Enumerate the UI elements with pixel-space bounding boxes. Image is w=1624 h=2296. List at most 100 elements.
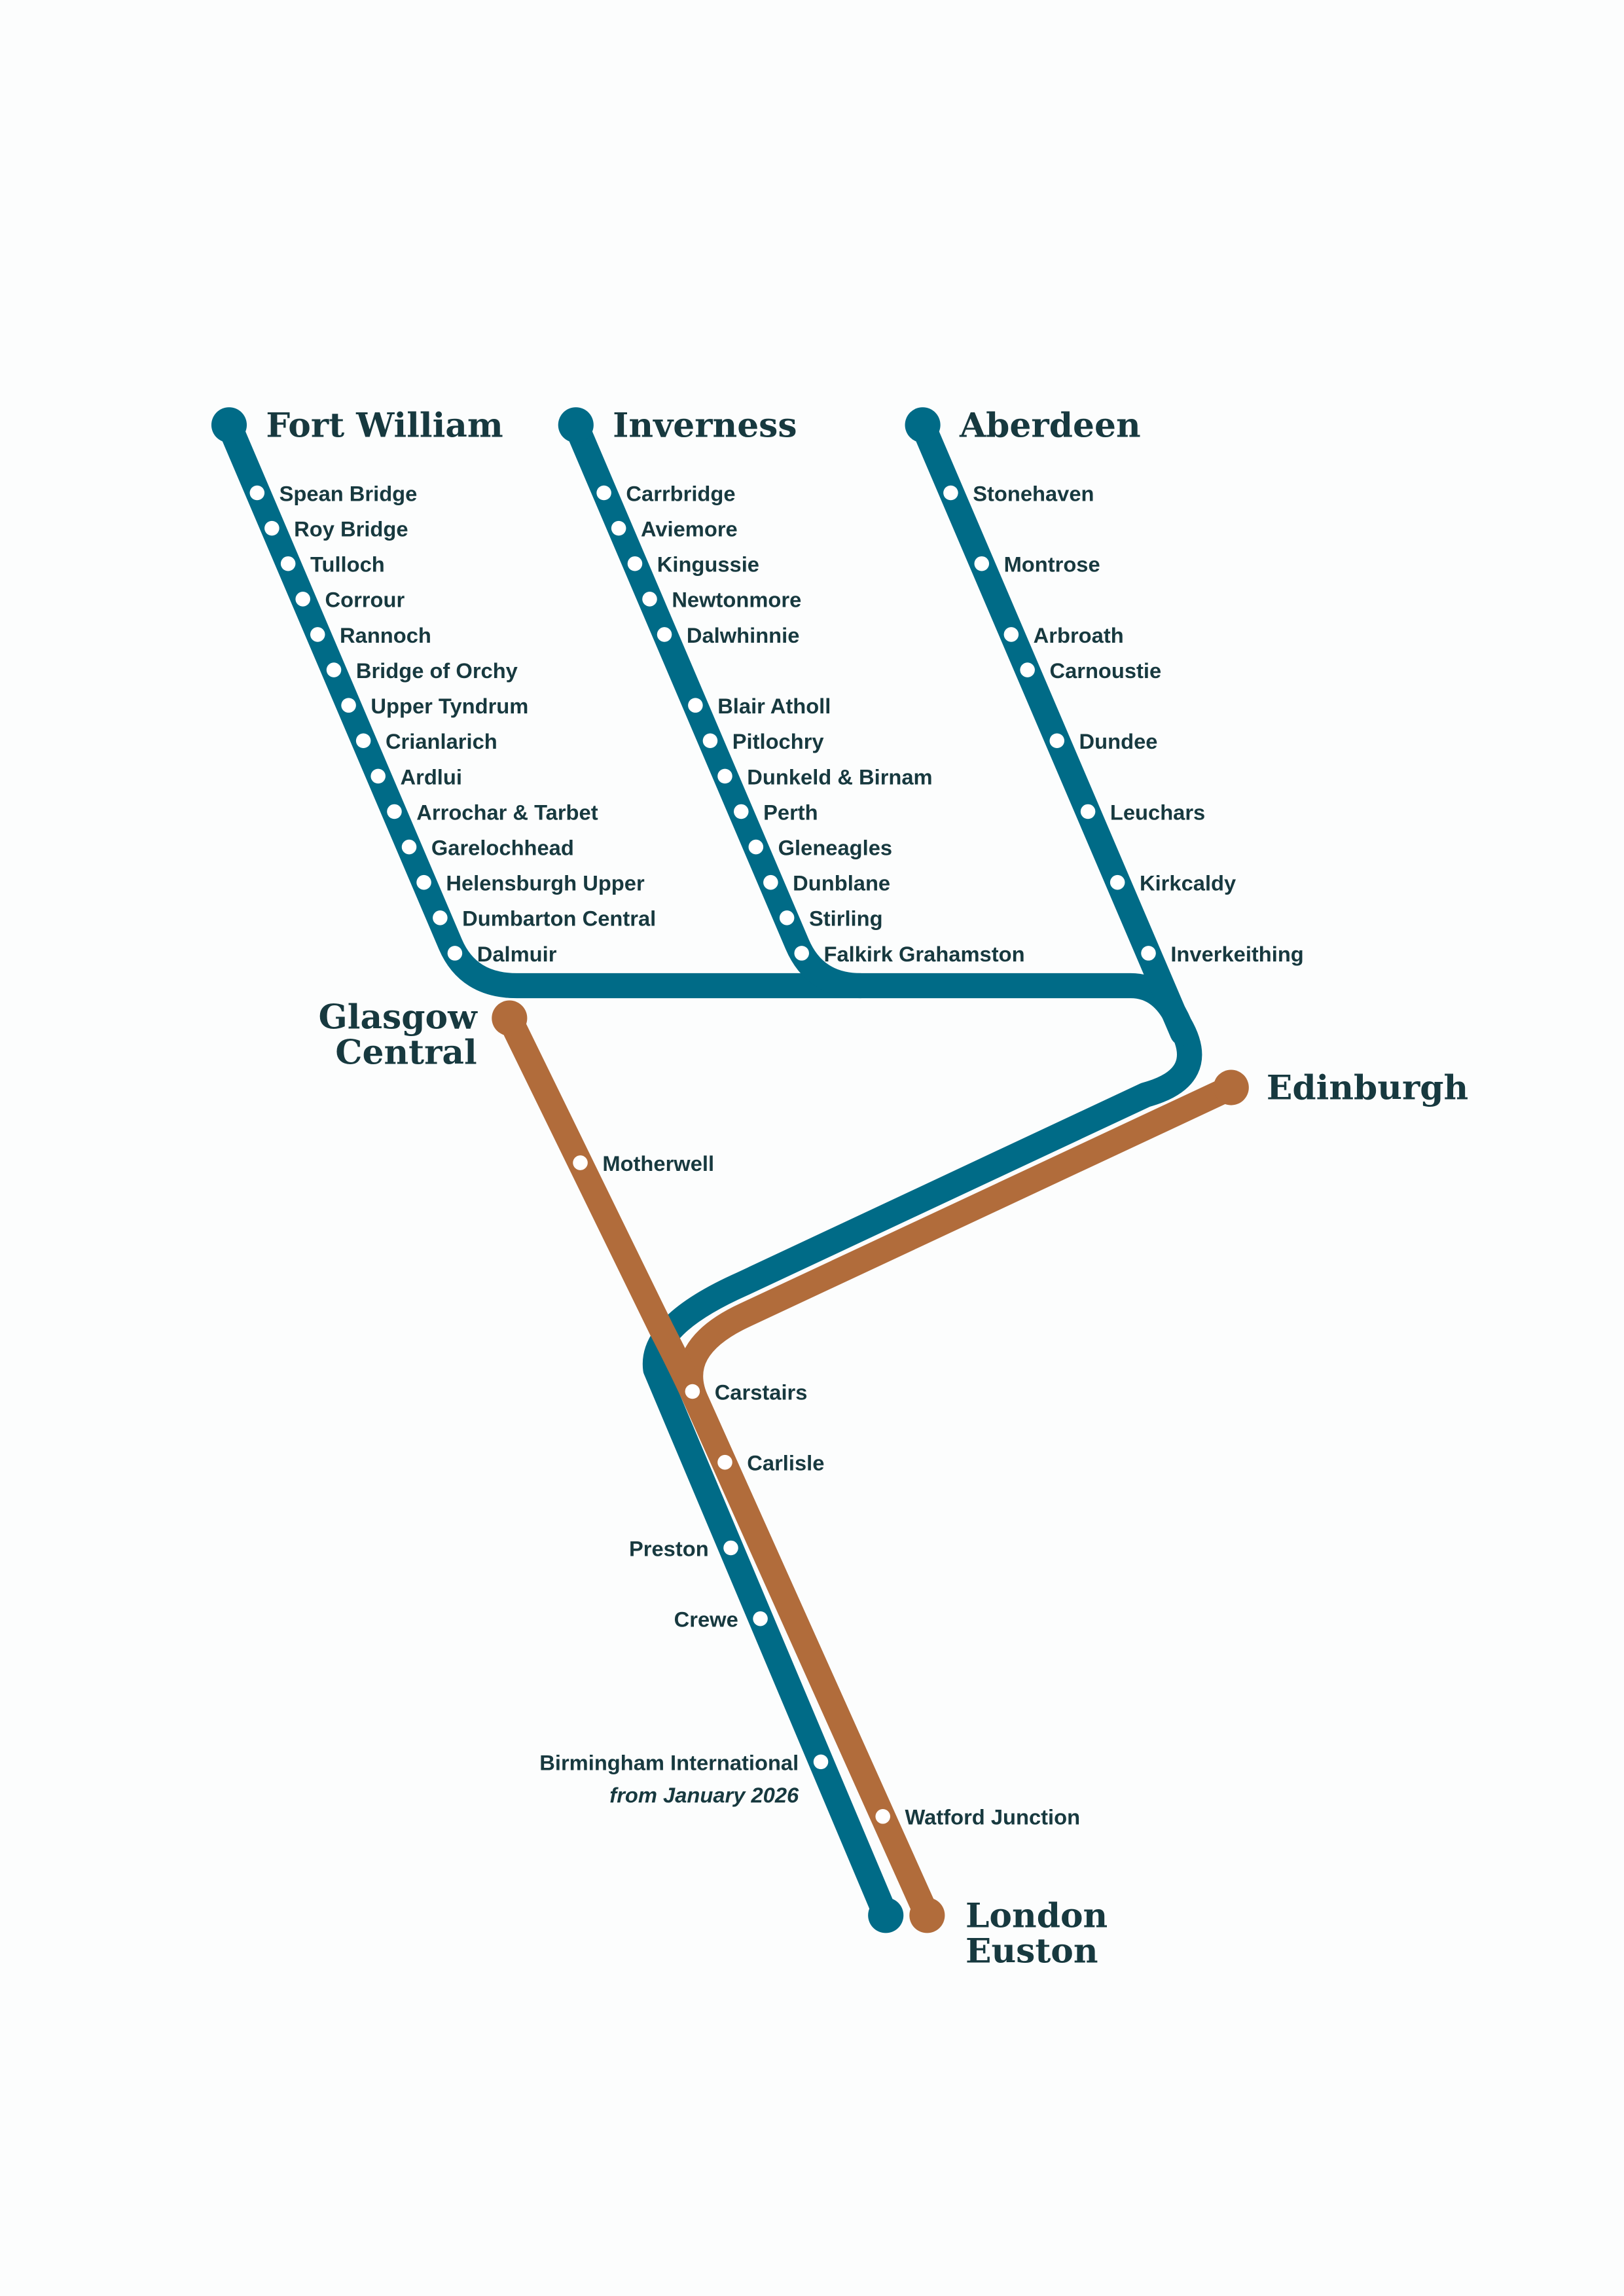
station-dot-dumbarton-central bbox=[433, 910, 448, 925]
station-dot-upper-tyndrum bbox=[341, 698, 356, 713]
station-label-pitlochry: Pitlochry bbox=[732, 729, 824, 753]
station-dot-dundee bbox=[1049, 733, 1065, 749]
station-label-newtonmore: Newtonmore bbox=[672, 588, 801, 612]
station-label-arbroath: Arbroath bbox=[1034, 623, 1124, 647]
station-label-carlisle: Carlisle bbox=[747, 1451, 824, 1475]
station-label-blair-atholl: Blair Atholl bbox=[717, 694, 831, 718]
terminus-label-glasgow-central-line2: Central bbox=[335, 1032, 477, 1072]
station-dot-carlisle bbox=[717, 1454, 732, 1470]
station-label-carrbridge: Carrbridge bbox=[626, 481, 735, 505]
station-label-carstairs: Carstairs bbox=[715, 1380, 808, 1404]
station-dot-motherwell bbox=[573, 1155, 588, 1170]
terminus-dot-fort-william bbox=[211, 407, 247, 443]
station-dot-carnoustie bbox=[1020, 662, 1035, 677]
station-dot-perth bbox=[734, 804, 749, 819]
station-dot-preston bbox=[723, 1540, 738, 1556]
station-label-dunkeld-birnam: Dunkeld & Birnam bbox=[747, 764, 932, 789]
station-dot-kingussie bbox=[627, 556, 643, 571]
station-dot-blair-atholl bbox=[688, 698, 703, 713]
terminus-dot-glasgow-central bbox=[492, 1000, 528, 1036]
station-dot-newtonmore bbox=[642, 592, 657, 607]
station-label-ardlui: Ardlui bbox=[400, 764, 461, 789]
station-dot-birmingham-international bbox=[813, 1754, 829, 1770]
station-label-helensburgh-upper: Helensburgh Upper bbox=[446, 871, 645, 895]
station-dot-spean-bridge bbox=[249, 485, 265, 501]
station-label-dalmuir: Dalmuir bbox=[477, 942, 557, 966]
terminus-dot-london-euston-teal bbox=[868, 1897, 904, 1933]
station-label-dumbarton-central: Dumbarton Central bbox=[462, 906, 656, 931]
station-dot-dalwhinnie bbox=[657, 627, 672, 642]
station-label-inverkeithing: Inverkeithing bbox=[1170, 942, 1303, 966]
station-label-birmingham-international: Birmingham International bbox=[539, 1750, 799, 1774]
station-label-dunblane: Dunblane bbox=[793, 871, 890, 895]
station-label-dalwhinnie: Dalwhinnie bbox=[687, 623, 800, 647]
station-dot-inverkeithing bbox=[1141, 946, 1156, 961]
station-dot-gleneagles bbox=[748, 839, 764, 855]
station-label-spean-bridge: Spean Bridge bbox=[280, 481, 418, 505]
station-label-corrour: Corrour bbox=[325, 588, 405, 612]
rail-line-glasgow-central bbox=[497, 1005, 940, 1928]
station-label-dundee: Dundee bbox=[1079, 729, 1158, 753]
terminus-label-edinburgh-line1: Edinburgh bbox=[1267, 1068, 1468, 1108]
station-dot-arrochar-tarbet bbox=[387, 804, 402, 819]
station-label-aviemore: Aviemore bbox=[641, 517, 738, 541]
station-label-rannoch: Rannoch bbox=[340, 623, 431, 647]
station-label-preston: Preston bbox=[629, 1536, 709, 1560]
station-label-garelochhead: Garelochhead bbox=[431, 835, 574, 859]
terminus-label-inverness-line1: Inverness bbox=[613, 405, 797, 445]
station-dot-kirkcaldy bbox=[1110, 874, 1125, 890]
station-dot-montrose bbox=[974, 556, 990, 571]
station-label-watford-junction: Watford Junction bbox=[905, 1805, 1081, 1829]
station-dot-carstairs bbox=[685, 1384, 700, 1399]
station-label-crianlarich: Crianlarich bbox=[386, 729, 497, 753]
station-label-kingussie: Kingussie bbox=[657, 552, 759, 577]
terminus-label-fort-william-line1: Fort William bbox=[266, 405, 503, 445]
station-label-arrochar-tarbet: Arrochar & Tarbet bbox=[416, 800, 598, 824]
station-dot-rannoch bbox=[310, 627, 325, 642]
station-dot-watford-junction bbox=[875, 1809, 890, 1824]
station-dot-dunkeld-birnam bbox=[717, 768, 732, 784]
terminus-label-london-euston-line1: London bbox=[965, 1895, 1108, 1935]
station-label-stirling: Stirling bbox=[809, 906, 883, 931]
station-label-upper-tyndrum: Upper Tyndrum bbox=[370, 694, 528, 718]
station-dot-stirling bbox=[779, 910, 795, 925]
station-dot-leuchars bbox=[1080, 804, 1096, 819]
station-note-birmingham-international: from January 2026 bbox=[609, 1783, 799, 1807]
rail-line-aberdeen-branch bbox=[910, 412, 1195, 1046]
station-label-perth: Perth bbox=[763, 800, 818, 824]
station-label-motherwell: Motherwell bbox=[602, 1151, 714, 1175]
station-label-leuchars: Leuchars bbox=[1110, 800, 1205, 824]
station-label-falkirk-grahamston: Falkirk Grahamston bbox=[824, 942, 1025, 966]
station-dot-aviemore bbox=[611, 520, 626, 536]
terminus-label-aberdeen-line1: Aberdeen bbox=[959, 405, 1141, 445]
station-label-kirkcaldy: Kirkcaldy bbox=[1140, 871, 1236, 895]
station-dot-helensburgh-upper bbox=[416, 874, 431, 890]
station-dot-stonehaven bbox=[943, 485, 958, 501]
station-dot-bridge-of-orchy bbox=[326, 662, 342, 677]
station-label-carnoustie: Carnoustie bbox=[1049, 658, 1161, 683]
station-label-stonehaven: Stonehaven bbox=[973, 481, 1094, 505]
terminus-label-glasgow-central-line1: Glasgow bbox=[319, 997, 478, 1037]
station-label-roy-bridge: Roy Bridge bbox=[294, 517, 408, 541]
terminus-label-london-euston-line2: Euston bbox=[965, 1931, 1098, 1971]
station-dot-garelochhead bbox=[401, 839, 417, 855]
station-dot-pitlochry bbox=[702, 733, 718, 749]
station-dot-corrour bbox=[295, 592, 310, 607]
station-dot-roy-bridge bbox=[264, 520, 280, 536]
terminus-dot-edinburgh bbox=[1213, 1069, 1249, 1105]
station-dot-ardlui bbox=[370, 768, 386, 784]
station-label-tulloch: Tulloch bbox=[310, 552, 385, 577]
station-dot-arbroath bbox=[1003, 627, 1019, 642]
terminus-dot-inverness bbox=[558, 407, 594, 443]
station-dot-dalmuir bbox=[447, 946, 463, 961]
station-dot-carrbridge bbox=[596, 485, 611, 501]
station-label-bridge-of-orchy: Bridge of Orchy bbox=[356, 658, 518, 683]
station-label-crewe: Crewe bbox=[674, 1607, 738, 1632]
station-dot-tulloch bbox=[280, 556, 296, 571]
station-dot-dunblane bbox=[763, 874, 778, 890]
station-label-gleneagles: Gleneagles bbox=[778, 835, 892, 859]
station-dot-crewe bbox=[753, 1611, 768, 1626]
station-dot-falkirk-grahamston bbox=[794, 946, 809, 961]
